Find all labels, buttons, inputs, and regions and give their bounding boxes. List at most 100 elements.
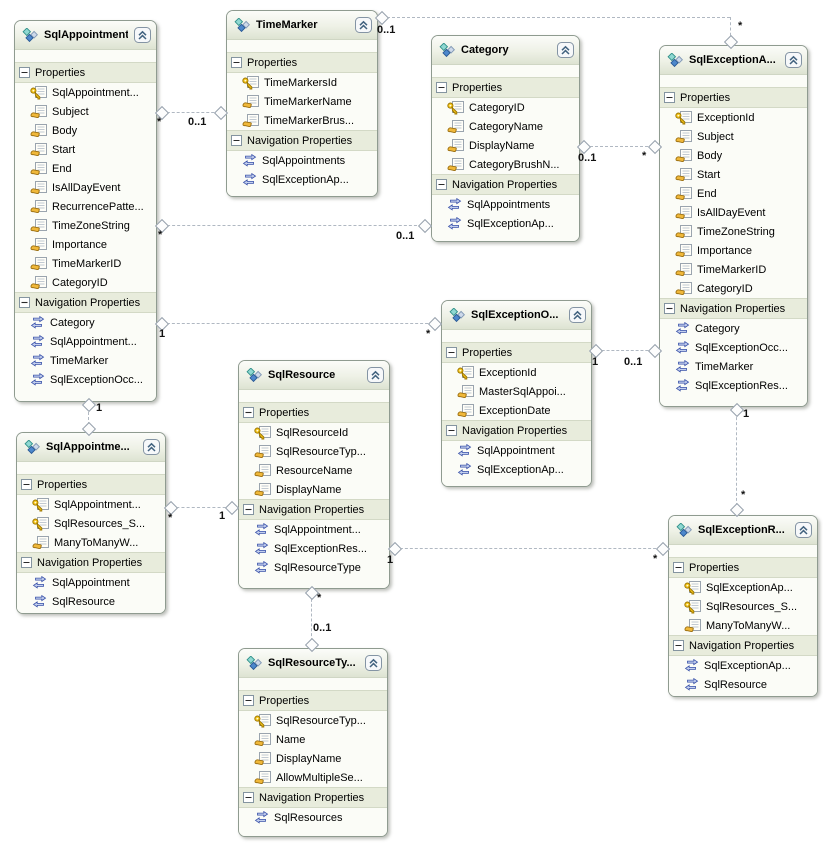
connector-line-resource-exceptionresource[interactable] bbox=[390, 548, 666, 549]
navigation-property-row[interactable]: SqlAppointments bbox=[227, 151, 377, 170]
property-row[interactable]: IsAllDayEvent bbox=[660, 203, 807, 222]
navigation-properties-section-header[interactable]: Navigation Properties bbox=[17, 552, 165, 573]
navigation-property-row[interactable]: TimeMarker bbox=[660, 357, 807, 376]
entity-header[interactable]: SqlExceptionO... bbox=[442, 301, 591, 330]
navigation-property-row[interactable]: SqlResource bbox=[669, 675, 817, 694]
property-row[interactable]: SqlResourceTyp... bbox=[239, 442, 389, 461]
navigation-property-row[interactable]: SqlExceptionAp... bbox=[432, 214, 579, 233]
collapse-minus-icon[interactable] bbox=[231, 57, 242, 68]
entity-header[interactable]: SqlExceptionA... bbox=[660, 46, 807, 75]
property-row[interactable]: SqlAppointment... bbox=[15, 83, 156, 102]
collapse-minus-icon[interactable] bbox=[243, 504, 254, 515]
collapse-minus-icon[interactable] bbox=[19, 67, 30, 78]
property-row[interactable]: DisplayName bbox=[239, 749, 387, 768]
property-row[interactable]: Name bbox=[239, 730, 387, 749]
collapse-button[interactable] bbox=[795, 522, 812, 538]
property-row[interactable]: Subject bbox=[15, 102, 156, 121]
connector-line-appointment-appointmentresource[interactable] bbox=[88, 402, 89, 430]
collapse-minus-icon[interactable] bbox=[243, 695, 254, 706]
property-row[interactable]: Start bbox=[660, 165, 807, 184]
navigation-properties-section-header[interactable]: Navigation Properties bbox=[442, 420, 591, 441]
connector-line-category-exceptionappointment[interactable] bbox=[580, 146, 658, 147]
connector-line-exceptionappointment-exceptionresource[interactable] bbox=[736, 407, 737, 511]
navigation-property-row[interactable]: SqlResource bbox=[17, 592, 165, 611]
property-row[interactable]: TimeMarkerName bbox=[227, 92, 377, 111]
navigation-properties-section-header[interactable]: Navigation Properties bbox=[669, 635, 817, 656]
collapse-minus-icon[interactable] bbox=[664, 303, 675, 314]
collapse-minus-icon[interactable] bbox=[243, 407, 254, 418]
properties-section-header[interactable]: Properties bbox=[17, 474, 165, 495]
property-row[interactable]: DisplayName bbox=[239, 480, 389, 499]
collapse-minus-icon[interactable] bbox=[436, 179, 447, 190]
collapse-button[interactable] bbox=[134, 27, 151, 43]
property-row[interactable]: SqlExceptionAp... bbox=[669, 578, 817, 597]
property-row[interactable]: SqlResources_S... bbox=[669, 597, 817, 616]
property-row[interactable]: TimeMarkerBrus... bbox=[227, 111, 377, 130]
property-row[interactable]: AllowMultipleSe... bbox=[239, 768, 387, 787]
navigation-property-row[interactable]: Category bbox=[15, 313, 156, 332]
property-row[interactable]: ExceptionId bbox=[442, 363, 591, 382]
property-row[interactable]: Importance bbox=[660, 241, 807, 260]
entity-header[interactable]: SqlAppointme... bbox=[17, 433, 165, 462]
property-row[interactable]: End bbox=[15, 159, 156, 178]
property-row[interactable]: Subject bbox=[660, 127, 807, 146]
properties-section-header[interactable]: Properties bbox=[15, 62, 156, 83]
collapse-button[interactable] bbox=[355, 17, 372, 33]
property-row[interactable]: TimeMarkerID bbox=[15, 254, 156, 273]
property-row[interactable]: End bbox=[660, 184, 807, 203]
properties-section-header[interactable]: Properties bbox=[227, 52, 377, 73]
properties-section-header[interactable]: Properties bbox=[660, 87, 807, 108]
collapse-minus-icon[interactable] bbox=[19, 297, 30, 308]
navigation-property-row[interactable]: Category bbox=[660, 319, 807, 338]
navigation-properties-section-header[interactable]: Navigation Properties bbox=[432, 174, 579, 195]
property-row[interactable]: Start bbox=[15, 140, 156, 159]
property-row[interactable]: MasterSqlAppoi... bbox=[442, 382, 591, 401]
property-row[interactable]: Importance bbox=[15, 235, 156, 254]
collapse-minus-icon[interactable] bbox=[446, 347, 457, 358]
property-row[interactable]: TimeZoneString bbox=[15, 216, 156, 235]
entity-header[interactable]: Category bbox=[432, 36, 579, 65]
collapse-button[interactable] bbox=[365, 655, 382, 671]
navigation-properties-section-header[interactable]: Navigation Properties bbox=[239, 499, 389, 520]
property-row[interactable]: SqlAppointment... bbox=[17, 495, 165, 514]
properties-section-header[interactable]: Properties bbox=[239, 690, 387, 711]
connector-line-appointment-exceptionoccurrence[interactable] bbox=[157, 323, 438, 324]
navigation-property-row[interactable]: TimeMarker bbox=[15, 351, 156, 370]
collapse-button[interactable] bbox=[367, 367, 384, 383]
navigation-property-row[interactable]: SqlAppointment... bbox=[15, 332, 156, 351]
collapse-minus-icon[interactable] bbox=[21, 557, 32, 568]
collapse-minus-icon[interactable] bbox=[231, 135, 242, 146]
navigation-property-row[interactable]: SqlAppointments bbox=[432, 195, 579, 214]
navigation-property-row[interactable]: SqlExceptionRes... bbox=[239, 539, 389, 558]
collapse-minus-icon[interactable] bbox=[673, 640, 684, 651]
property-row[interactable]: SqlResourceId bbox=[239, 423, 389, 442]
navigation-property-row[interactable]: SqlAppointment bbox=[442, 441, 591, 460]
properties-section-header[interactable]: Properties bbox=[442, 342, 591, 363]
connector-line-timemarker-exceptionappointment[interactable] bbox=[730, 17, 731, 41]
navigation-property-row[interactable]: SqlExceptionAp... bbox=[669, 656, 817, 675]
property-row[interactable]: CategoryID bbox=[432, 98, 579, 117]
collapse-button[interactable] bbox=[143, 439, 160, 455]
connector-line-timemarker-exceptionappointment[interactable] bbox=[382, 17, 730, 18]
navigation-properties-section-header[interactable]: Navigation Properties bbox=[660, 298, 807, 319]
entity-header[interactable]: SqlExceptionR... bbox=[669, 516, 817, 545]
property-row[interactable]: ExceptionDate bbox=[442, 401, 591, 420]
property-row[interactable]: TimeZoneString bbox=[660, 222, 807, 241]
property-row[interactable]: CategoryBrushN... bbox=[432, 155, 579, 174]
collapse-button[interactable] bbox=[785, 52, 802, 68]
property-row[interactable]: TimeMarkerID bbox=[660, 260, 807, 279]
collapse-minus-icon[interactable] bbox=[673, 562, 684, 573]
property-row[interactable]: ManyToManyW... bbox=[669, 616, 817, 635]
entity-header[interactable]: TimeMarker bbox=[227, 11, 377, 40]
connector-line-appointment-category[interactable] bbox=[157, 225, 427, 226]
navigation-properties-section-header[interactable]: Navigation Properties bbox=[227, 130, 377, 151]
entity-header[interactable]: SqlAppointment bbox=[15, 21, 156, 50]
connector-line-appointment-timemarker[interactable] bbox=[157, 112, 224, 113]
